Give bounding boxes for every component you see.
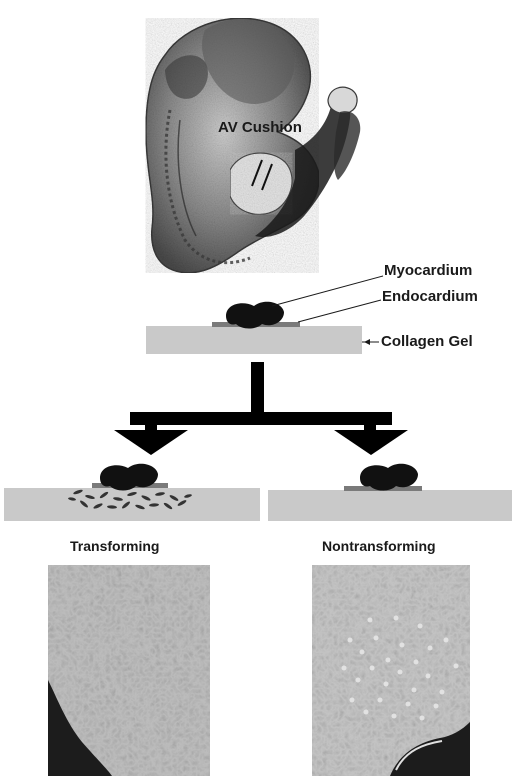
nontransforming-label: Nontransforming bbox=[322, 538, 436, 554]
transforming-label: Transforming bbox=[70, 538, 159, 554]
nontransforming-micrograph bbox=[312, 565, 470, 776]
collagen-gel-slab bbox=[146, 326, 362, 354]
myocardium-label: Myocardium bbox=[384, 262, 472, 279]
collagen-gel-label: Collagen Gel bbox=[381, 333, 473, 350]
endocardium-label: Endocardium bbox=[382, 288, 478, 305]
right-gel-slab bbox=[268, 490, 512, 521]
transforming-micrograph bbox=[48, 565, 210, 776]
av-cushion-label: AV Cushion bbox=[218, 119, 302, 136]
